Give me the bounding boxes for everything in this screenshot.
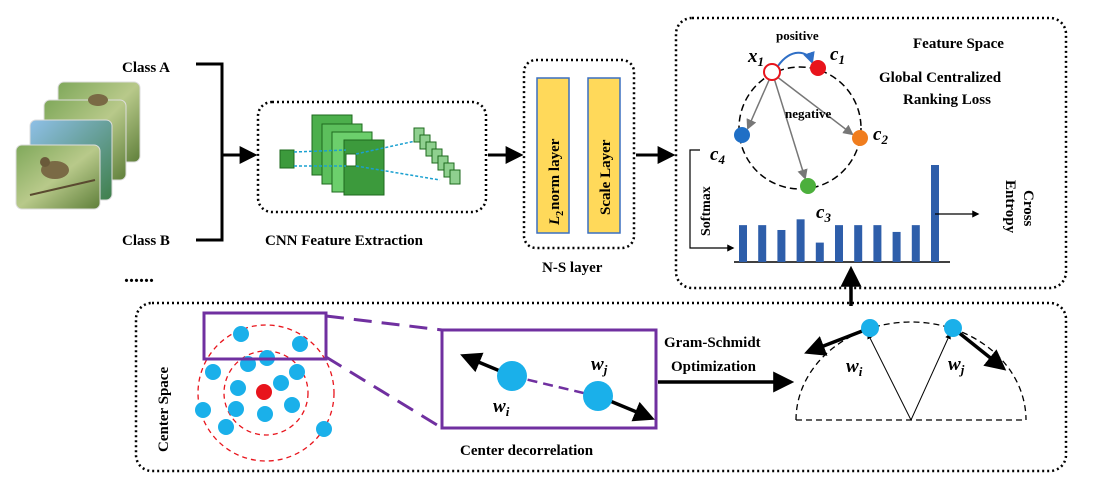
c3-label: c3: [816, 202, 831, 225]
negative-arrow-c2: [775, 75, 854, 136]
cnn-caption: CNN Feature Extraction: [265, 233, 424, 249]
l2-norm-layer: [536, 77, 570, 234]
cnn-layers-icon: [279, 114, 461, 196]
scale-layer: [587, 77, 621, 234]
softmax-label: Softmax: [699, 186, 714, 236]
center-space-box: [134, 301, 1068, 473]
x1-label: x1: [747, 46, 764, 69]
l2-norm-label: L2norm layer: [547, 138, 566, 226]
wj-orth-node: [944, 319, 962, 337]
decorrelation-zoom-box: [440, 328, 658, 430]
bird-icon-back: [88, 94, 108, 106]
class-a-label: Class A: [122, 60, 170, 76]
c2-label: c2: [873, 124, 888, 147]
negative-label: negative: [785, 106, 831, 121]
outer-radius-circle: [197, 324, 335, 462]
feature-space-title: Feature Space: [913, 36, 1004, 52]
bird-head-icon: [40, 157, 50, 167]
wj-label: wj: [591, 354, 608, 377]
wj-center-node: [583, 381, 613, 411]
negative-arrow-c3: [773, 77, 808, 181]
scale-layer-label: Scale Layer: [598, 139, 614, 215]
positive-arrow: [777, 50, 815, 67]
decorrelation-link: [511, 374, 597, 398]
histogram-bar: [835, 225, 843, 262]
histogram-bar: [854, 225, 863, 262]
wi-orth-label: wi: [846, 356, 863, 379]
histogram-bar: [777, 229, 786, 262]
ns-layer-box: [522, 58, 636, 250]
sample-x1-node: [763, 63, 781, 81]
zoom-line-top: [325, 314, 443, 332]
positive-label: positive: [776, 28, 819, 43]
histogram-bar: [911, 225, 920, 262]
ns-layer-caption: N-S layer: [542, 260, 603, 276]
center-space-title: Center Space: [156, 367, 172, 452]
histogram-bar: [796, 219, 805, 262]
feature-space-box: [674, 16, 1068, 290]
vector-to-wj: [910, 332, 951, 421]
input-bracket: [196, 62, 224, 242]
loss-title-line2: Ranking Loss: [903, 92, 991, 108]
global-center-point: [256, 384, 272, 400]
loss-title-line1: Global Centralized: [879, 70, 1002, 86]
wi-center-node: [497, 361, 527, 391]
branch-icon: [29, 179, 96, 196]
center-c4-node: [734, 127, 750, 143]
center-c2-node: [852, 130, 868, 146]
zoom-selection-box: [202, 311, 328, 361]
zoom-line-bottom: [325, 355, 443, 430]
c1-label: c1: [830, 44, 845, 67]
histogram-bar: [739, 225, 747, 262]
center-c1-node: [810, 60, 826, 76]
input-image-stack: [15, 81, 141, 210]
histogram-bars: [739, 165, 939, 262]
c4-label: c4: [710, 144, 725, 167]
optimization-label-line1: Gram-Schmidt: [664, 335, 761, 351]
negative-arrow-c4: [746, 77, 771, 130]
center-points-cluster: [195, 326, 332, 437]
softmax-arrow: [689, 149, 735, 252]
wi-orth-arrow: [804, 326, 871, 356]
orthogonal-semicircle: [795, 321, 1027, 421]
hypersphere-circle: [738, 66, 862, 190]
wi-label: wi: [493, 396, 510, 419]
wi-orth-node: [861, 319, 879, 337]
class-b-label: Class B: [122, 233, 170, 249]
decorrelation-caption: Center decorrelation: [460, 443, 594, 459]
histogram-bar: [815, 242, 824, 262]
histogram-bar: [758, 225, 767, 262]
wj-orth-arrow: [951, 326, 1007, 371]
wj-orth-label: wj: [948, 354, 965, 377]
vector-to-wi: [867, 332, 912, 421]
histogram-bar: [892, 231, 901, 262]
cross-entropy-line2: Entropy: [1002, 180, 1018, 234]
inner-radius-circle: [223, 350, 309, 436]
more-classes-dots: ......: [124, 265, 154, 287]
center-c3-node: [800, 178, 816, 194]
histogram-bar: [873, 225, 882, 262]
cnn-box: [256, 100, 488, 214]
cross-entropy-line1: Cross: [1020, 190, 1036, 227]
optimization-label-line2: Optimization: [671, 359, 757, 375]
